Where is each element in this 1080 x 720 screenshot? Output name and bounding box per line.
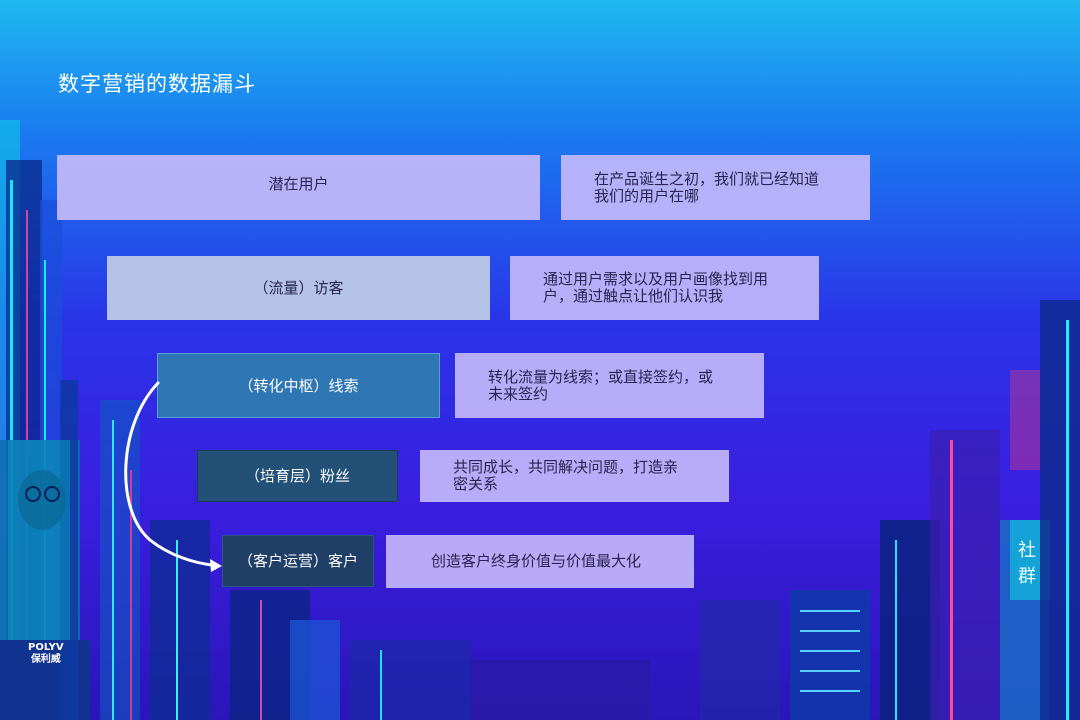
description-line: 通过用户需求以及用户画像找到用 (543, 270, 769, 288)
description-line: 在产品诞生之初，我们就已经知道 (594, 169, 820, 188)
sign-char: 群 (1018, 566, 1036, 587)
stage-description: 转化流量为线索；或直接签约，或 未来签约 (455, 353, 764, 418)
stage-description: 创造客户终身价值与价值最大化 (386, 535, 694, 588)
description-line: 未来签约 (488, 384, 549, 403)
stage-label: 潜在用户 (268, 174, 329, 193)
description-line: 户，通过触点让他们认识我 (543, 287, 724, 305)
stage-label: （转化中枢）线索 (238, 376, 359, 395)
funnel-stage-leads: （转化中枢）线索 (157, 353, 440, 418)
funnel-stage-visitors: （流量）访客 (107, 256, 490, 320)
funnel-stage-customers: （客户运营）客户 (222, 535, 374, 587)
sign-char: 社 (1018, 540, 1036, 561)
stage-label: （培育层）粉丝 (244, 467, 350, 485)
description-line: 我们的用户在哪 (594, 186, 700, 205)
stage-description: 通过用户需求以及用户画像找到用 户，通过触点让他们认识我 (510, 256, 819, 320)
polyv-logo: POLYV 保利威 (28, 642, 64, 666)
funnel-stage-potential-users: 潜在用户 (57, 155, 540, 220)
description-line: 创造客户终身价值与价值最大化 (431, 552, 642, 570)
stage-description: 在产品诞生之初，我们就已经知道 我们的用户在哪 (561, 155, 870, 220)
page-title: 数字营销的数据漏斗 (58, 72, 256, 96)
stage-label: （流量）访客 (253, 279, 344, 297)
description-line: 密关系 (453, 475, 499, 493)
stage-label: （客户运营）客户 (237, 552, 358, 570)
community-sign: 社 群 (1012, 538, 1042, 590)
logo-text: POLYV (28, 642, 64, 653)
description-line: 共同成长，共同解决问题，打造亲 (453, 458, 679, 476)
funnel-stage-fans: （培育层）粉丝 (197, 450, 398, 502)
stage-description: 共同成长，共同解决问题，打造亲 密关系 (420, 450, 729, 502)
logo-subtext: 保利威 (30, 654, 61, 665)
description-line: 转化流量为线索；或直接签约，或 (488, 367, 714, 386)
